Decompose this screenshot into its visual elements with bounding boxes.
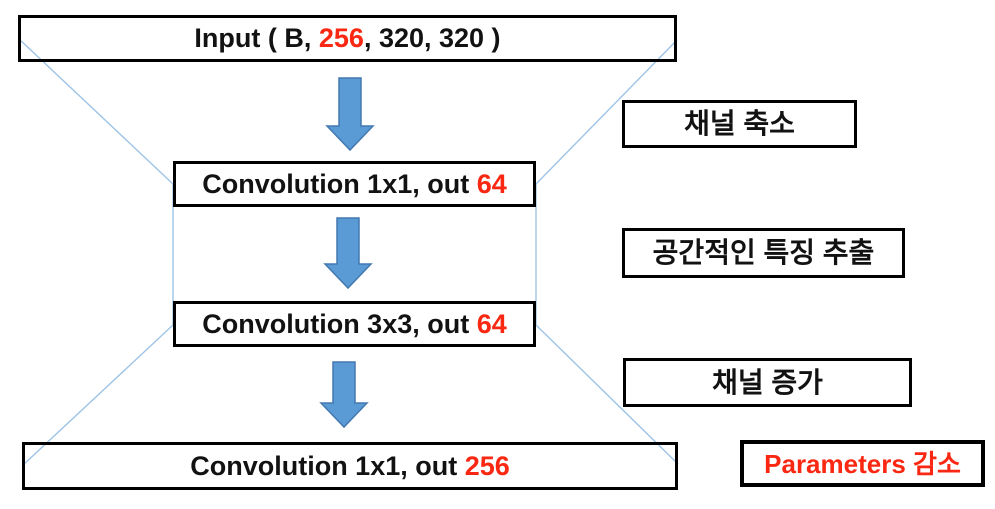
input-box: Input ( B, 256, 320, 320 ) [18, 15, 677, 62]
channel-reduction-label: 채널 축소 [622, 100, 857, 148]
conv3x3-text: Convolution 3x3, out [202, 308, 477, 339]
channel-increase-label-text: 채널 증가 [712, 366, 823, 398]
down-arrow-icon [323, 217, 373, 290]
left-connector-line [17, 37, 174, 467]
right-connector-line [535, 39, 679, 465]
conv3x3-box: Convolution 3x3, out 64 [173, 301, 536, 347]
conv1x1-expand-text: Convolution 1x1, out [190, 450, 465, 481]
spatial-feature-extraction-label-text: 공간적인 특징 추출 [652, 237, 875, 268]
down-arrow-icon [319, 361, 369, 429]
conv1x1-reduce-box: Convolution 1x1, out 64 [173, 161, 536, 207]
conv1x1-reduce-text: Convolution 1x1, out [202, 168, 477, 199]
input-box-text: Input ( B, [194, 23, 319, 53]
channel-increase-label: 채널 증가 [623, 358, 912, 407]
input-channels-value: 256 [318, 23, 364, 53]
conv1x1-reduce-out-value: 64 [476, 168, 507, 199]
down-arrow-icon [325, 77, 375, 152]
parameters-reduction-label: Parameters 감소 [740, 440, 985, 487]
input-box-text-suffix: , 320, 320 ) [363, 23, 501, 53]
parameters-reduction-label-text: Parameters 감소 [764, 448, 961, 479]
conv3x3-out-value: 64 [476, 308, 507, 339]
channel-reduction-label-text: 채널 축소 [684, 108, 795, 139]
conv1x1-expand-box: Convolution 1x1, out 256 [22, 442, 678, 490]
conv1x1-expand-out-value: 256 [464, 450, 510, 481]
spatial-feature-extraction-label: 공간적인 특징 추출 [622, 228, 905, 278]
